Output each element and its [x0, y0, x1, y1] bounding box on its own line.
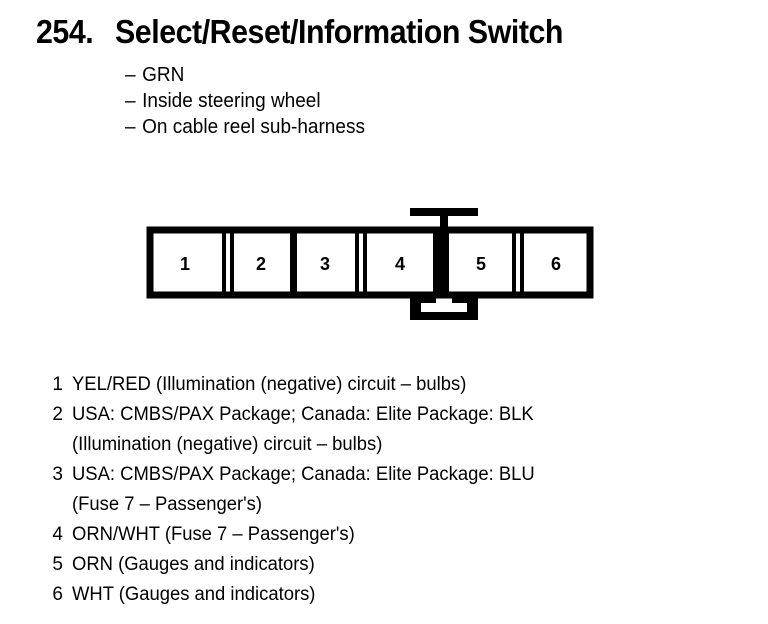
cavity-divider-3-4 [355, 233, 359, 292]
pin-description-line: ORN (Gauges and indicators) [72, 554, 315, 575]
pin-description-line: ORN/WHT (Fuse 7 – Passenger's) [72, 524, 355, 545]
cavity-divider-5-6 [512, 233, 516, 292]
pin-description-line: (Fuse 7 – Passenger's) [72, 494, 262, 515]
pin-number: 3 [52, 464, 63, 485]
connector-attribute: –GRN [125, 62, 365, 88]
cavity-divider-2-3 [290, 233, 297, 292]
pin-description-line: YEL/RED (Illumination (negative) circuit… [72, 374, 467, 395]
cavity-divider-3-4-b [363, 233, 367, 292]
pin-row: 3 USA: CMBS/PAX Package; Canada: Elite P… [0, 460, 768, 520]
cavity-number-2: 2 [256, 254, 266, 274]
pin-row: 6 WHT (Gauges and indicators) [0, 580, 768, 610]
connector-attribute: –Inside steering wheel [125, 88, 365, 114]
pin-number: 6 [52, 584, 63, 605]
connector-attribute-label: Inside steering wheel [142, 90, 321, 112]
pin-row: 5 ORN (Gauges and indicators) [0, 550, 768, 580]
cavity-number-3: 3 [320, 254, 330, 274]
cavity-divider-1-2 [222, 233, 226, 292]
connector-number: 254. [36, 13, 94, 50]
cavity-divider-5-6-b [520, 233, 524, 292]
page-title: Select/Reset/Information Switch [115, 13, 564, 50]
dash-icon: – [125, 64, 136, 86]
pin-description: USA: CMBS/PAX Package; Canada: Elite Pac… [72, 400, 768, 460]
bottom-latch-left-icon [410, 295, 448, 320]
pin-description: WHT (Gauges and indicators) [72, 580, 768, 610]
pin-number: 2 [52, 404, 63, 425]
pin-description-line: WHT (Gauges and indicators) [72, 584, 316, 605]
connector-svg: 1 2 3 4 5 6 [146, 208, 594, 320]
cavity-number-6: 6 [551, 254, 561, 274]
connector-attribute-label: GRN [142, 64, 185, 86]
connector-diagram: 1 2 3 4 5 6 [0, 195, 768, 330]
pin-row: 2 USA: CMBS/PAX Package; Canada: Elite P… [0, 400, 768, 460]
connector-attribute-list: –GRN –Inside steering wheel –On cable re… [125, 62, 378, 140]
pin-description: YEL/RED (Illumination (negative) circuit… [72, 370, 768, 400]
pin-description: USA: CMBS/PAX Package; Canada: Elite Pac… [72, 460, 768, 520]
pin-row: 1 YEL/RED (Illumination (negative) circu… [0, 370, 768, 400]
pin-assignment-list: 1 YEL/RED (Illumination (negative) circu… [0, 370, 768, 610]
pin-description-line: USA: CMBS/PAX Package; Canada: Elite Pac… [72, 404, 534, 425]
title-row: 254. Select/Reset/Information Switch [36, 13, 602, 51]
cavity-number-1: 1 [180, 254, 190, 274]
cavity-divider-1-2-b [230, 233, 234, 292]
cavity-number-4: 4 [395, 254, 405, 274]
cavity-number-5: 5 [476, 254, 486, 274]
pin-description: ORN/WHT (Fuse 7 – Passenger's) [72, 520, 768, 550]
pin-description-line: (Illumination (negative) circuit – bulbs… [72, 434, 383, 455]
connector-attribute-label: On cable reel sub-harness [142, 116, 365, 138]
dash-icon: – [125, 116, 136, 138]
pin-number: 4 [52, 524, 63, 545]
pin-number: 5 [52, 554, 63, 575]
top-lock-tab-icon [410, 208, 478, 230]
connector-attribute: –On cable reel sub-harness [125, 114, 365, 140]
pin-description-line: USA: CMBS/PAX Package; Canada: Elite Pac… [72, 464, 535, 485]
pin-description: ORN (Gauges and indicators) [72, 550, 768, 580]
pin-number: 1 [52, 374, 63, 395]
pin-row: 4 ORN/WHT (Fuse 7 – Passenger's) [0, 520, 768, 550]
center-post [433, 230, 449, 295]
bottom-latch-right-icon [440, 295, 478, 320]
dash-icon: – [125, 90, 136, 112]
